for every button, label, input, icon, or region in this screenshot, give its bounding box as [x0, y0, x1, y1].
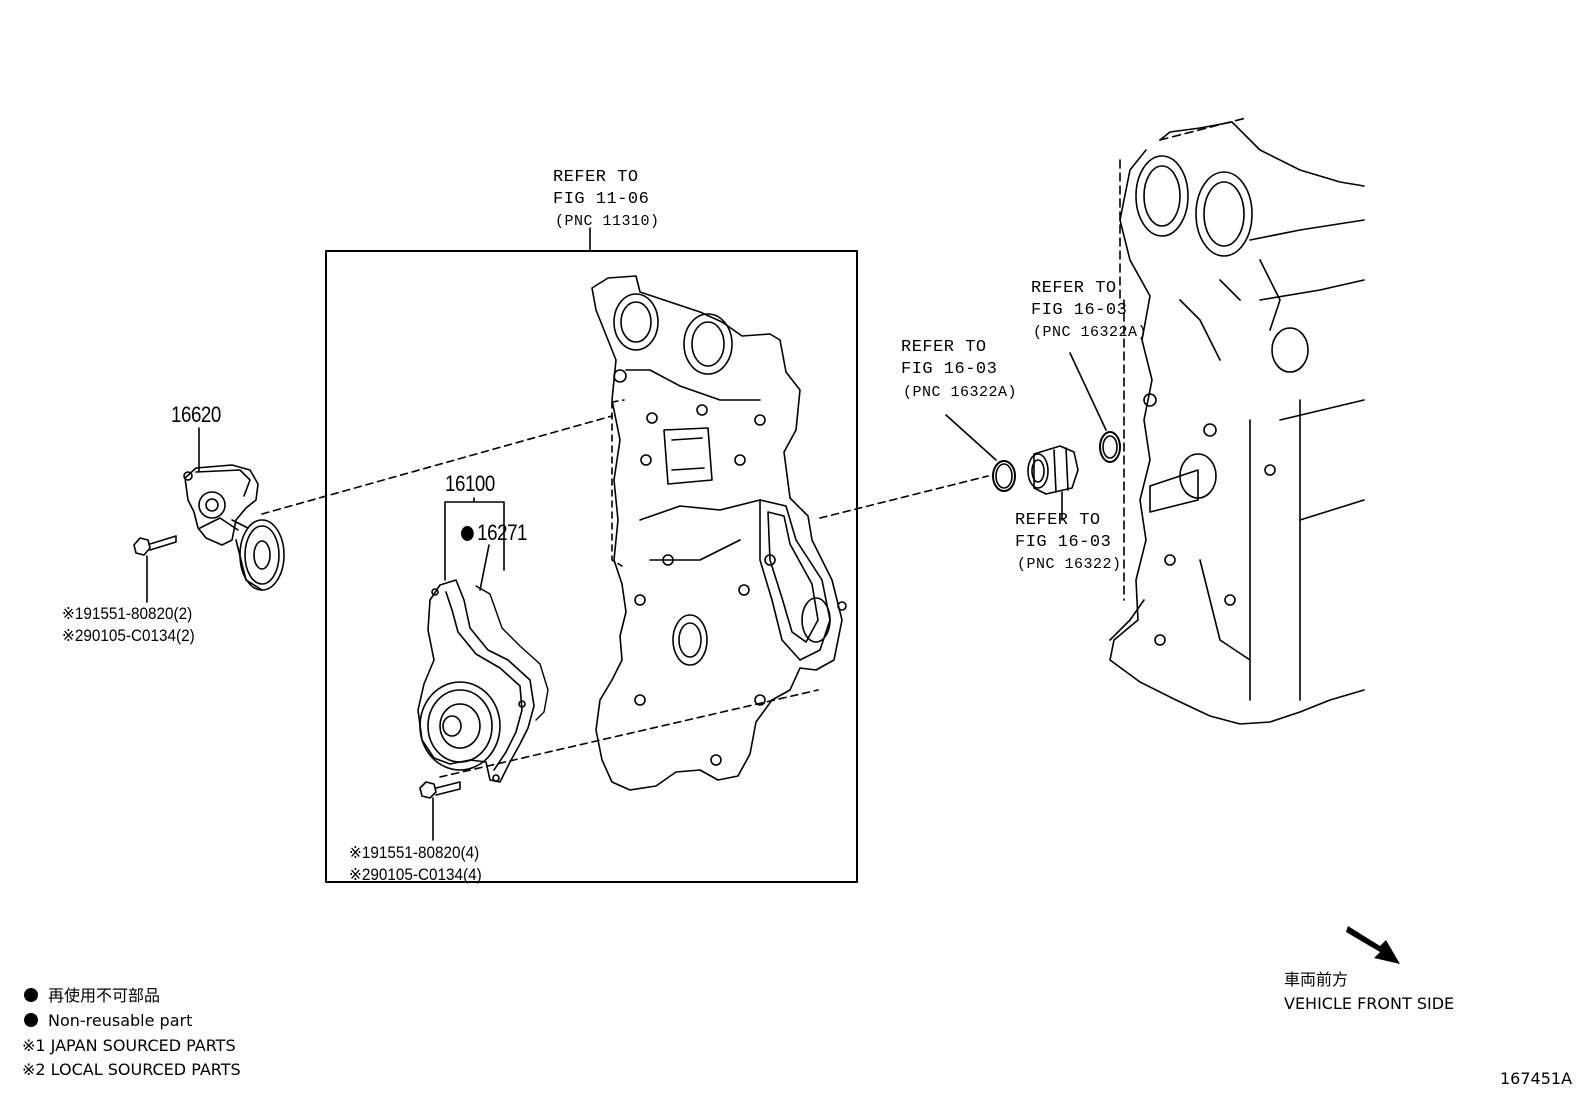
cover-outlet-dash — [819, 475, 989, 519]
legend-japan-sourced: ※1 JAPAN SOURCED PARTS — [22, 1036, 236, 1055]
legend-en-nonreusable: Non-reusable part — [24, 1013, 192, 1029]
gasket-leader — [479, 544, 490, 591]
legend-en-text: Non-reusable part — [48, 1011, 193, 1030]
refer-oring-b-l2: FIG 16-03 — [1031, 301, 1128, 320]
water-inlet-drawing — [1027, 445, 1079, 495]
assembly-frame — [325, 250, 858, 883]
refer-oring-a-l2: FIG 16-03 — [901, 360, 998, 379]
pump-dash-line — [439, 689, 819, 778]
refer-cover-l2: FIG 11-06 — [553, 190, 650, 209]
tensioner-bolt-line1: ※191551-80820(2) — [62, 604, 193, 623]
pump-bracket — [444, 497, 505, 581]
pump-bolt-line1: ※191551-80820(4) — [349, 843, 480, 862]
timing-cover-drawing — [591, 275, 847, 791]
refer-inlet-l1: REFER TO — [1015, 511, 1101, 530]
legend-jp-nonreusable: 再使用不可部品 — [24, 988, 160, 1004]
non-reusable-dot — [461, 526, 474, 541]
tensioner-drawing — [183, 464, 285, 591]
vehicle-front-arrow — [1346, 926, 1400, 964]
tensioner-bolt-drawing — [133, 535, 177, 556]
legend-dot-en — [24, 1013, 38, 1027]
legend-jp-text: 再使用不可部品 — [48, 986, 161, 1005]
tensioner-dash-line — [261, 415, 613, 515]
gasket-number: 16271 — [477, 520, 528, 545]
pump-bolt-line2: ※290105-C0134(4) — [349, 865, 482, 884]
refer-inlet-l3: (PNC 16322) — [1017, 556, 1122, 573]
refer-oring-a-l1: REFER TO — [901, 338, 987, 357]
tensioner-bolt-line2: ※290105-C0134(2) — [62, 626, 195, 645]
refer-inlet-l2: FIG 16-03 — [1015, 533, 1112, 552]
refer-oring-a-l3: (PNC 16322A) — [903, 384, 1018, 401]
refer-cover-l1: REFER TO — [553, 168, 639, 187]
legend-local-sourced: ※2 LOCAL SOURCED PARTS — [22, 1060, 241, 1079]
part-number-gasket: 16271 — [461, 522, 527, 544]
oring-b — [1099, 431, 1121, 463]
oring-b-leader — [1069, 352, 1107, 431]
vehicle-front-jp: 車両前方 — [1284, 970, 1349, 989]
refer-cover-l3: (PNC 11310) — [555, 213, 660, 230]
figure-id: 167451A — [1500, 1069, 1573, 1088]
vehicle-front-en: VEHICLE FRONT SIDE — [1284, 994, 1455, 1013]
legend-dot-jp — [24, 988, 38, 1002]
refer-oring-b-l1: REFER TO — [1031, 279, 1117, 298]
pump-bolt-drawing — [419, 781, 461, 799]
part-number-water-pump: 16100 — [445, 471, 495, 496]
oring-a — [992, 460, 1016, 492]
refer-oring-b-l3: (PNC 16322A) — [1033, 324, 1148, 341]
part-number-tensioner: 16620 — [171, 402, 221, 427]
oring-a-leader — [945, 414, 997, 461]
water-pump-drawing — [417, 579, 549, 783]
engine-block-drawing — [1109, 117, 1365, 725]
